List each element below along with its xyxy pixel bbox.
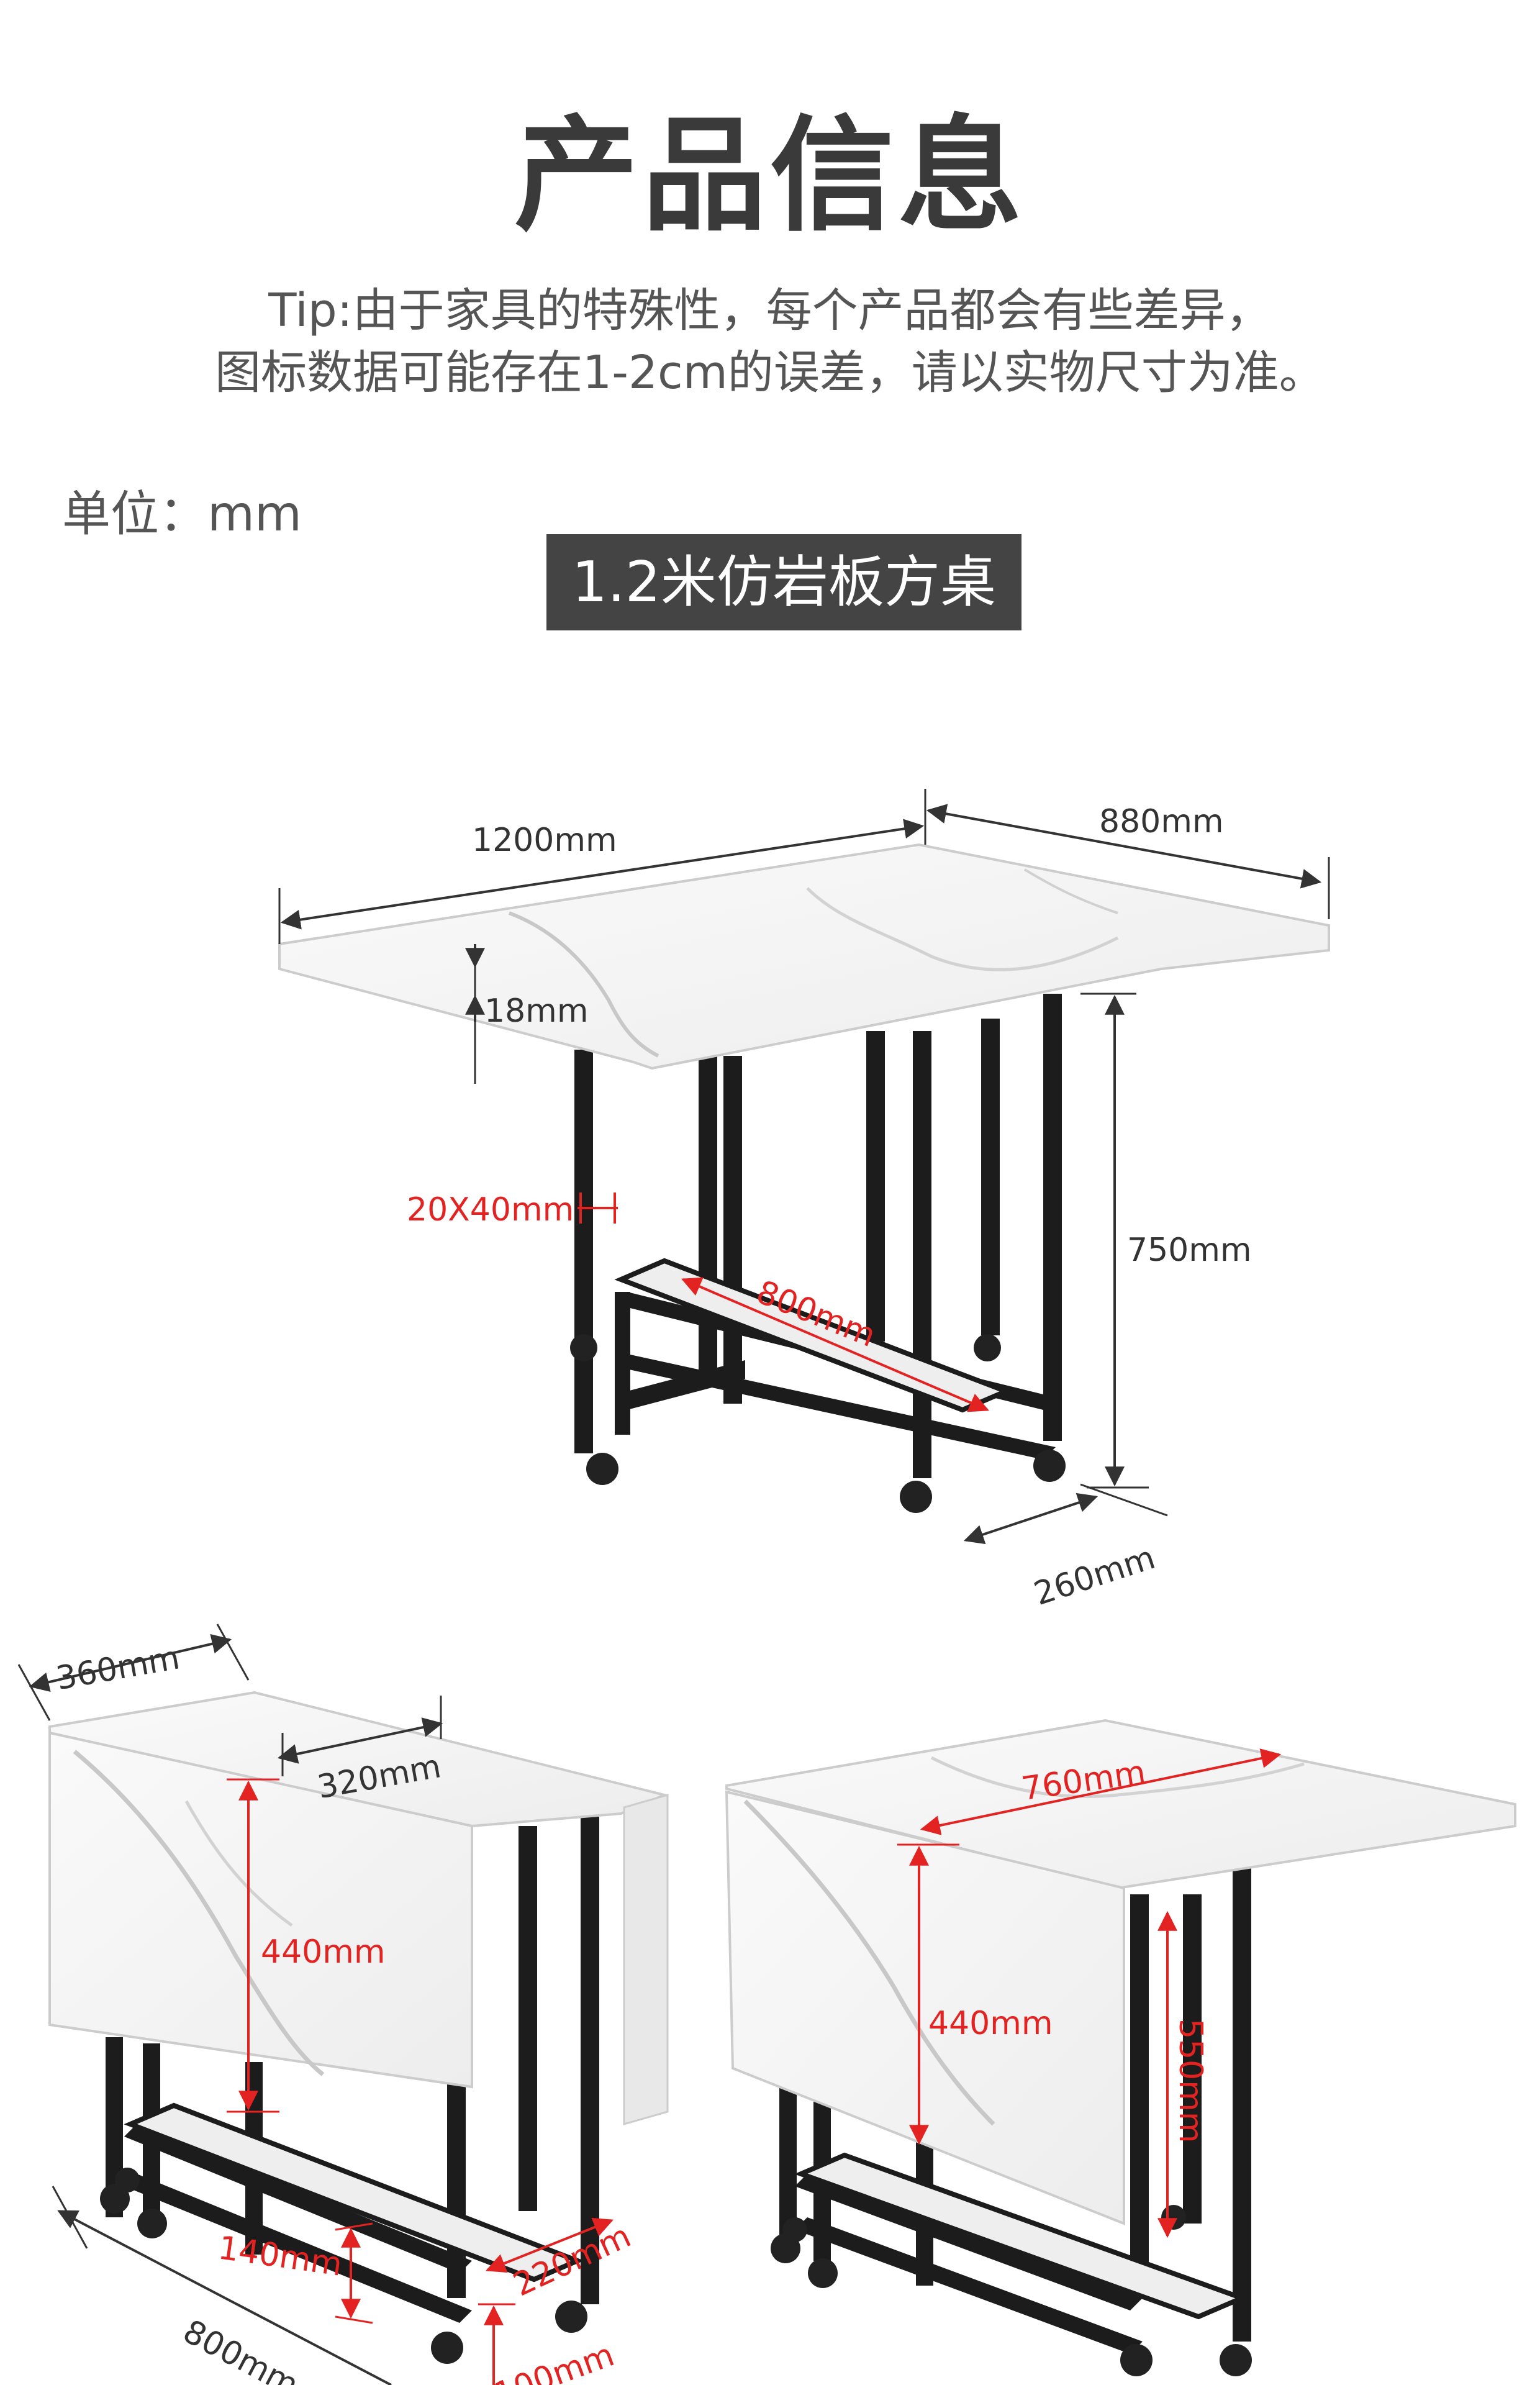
- product-name-badge: 1.2米仿岩板方桌: [546, 534, 1021, 630]
- tip-line-2: 图标数据可能存在1-2cm的误差，请以实物尺寸为准。: [215, 346, 1325, 399]
- dim-bottom-shelf-label: 140mm: [216, 2229, 345, 2283]
- dim-folded-drop-label: 440mm: [261, 1933, 386, 1971]
- extended-table-view: 1200mm 880mm 18mm 20X40mm 800mm 750mm 26…: [278, 789, 1330, 1613]
- dim-width-label: 880mm: [1099, 803, 1224, 840]
- tip-line-1: Tip:由于家具的特殊性，每个产品都会有些差异，: [268, 284, 1272, 337]
- dim-half-drop-label: 440mm: [928, 2005, 1053, 2042]
- dim-tube-label: 20X40mm: [407, 1191, 574, 1229]
- dim-thickness-label: 18mm: [484, 993, 588, 1030]
- page-title: 产品信息: [514, 104, 1026, 248]
- dim-length-label: 1200mm: [472, 822, 617, 859]
- unit-label: 单位：mm: [62, 486, 302, 542]
- dim-depth-label: 260mm: [1030, 1539, 1159, 1613]
- half-open-table-view: 760mm 440mm 550mm: [725, 1719, 1516, 2376]
- dim-height-label: 750mm: [1127, 1232, 1252, 1269]
- folded-table-view: 360mm 320mm 440mm 140mm 220mm 800mm 100m…: [17, 1624, 669, 2385]
- dim-folded-depth-label: 360mm: [53, 1639, 183, 1697]
- dim-leg-height-label: 550mm: [1172, 2019, 1209, 2143]
- dim-shelf-depth-label: 220mm: [508, 2217, 636, 2304]
- dim-folded-length-label: 800mm: [177, 2313, 304, 2385]
- dim-clearance-label: 100mm: [489, 2337, 619, 2385]
